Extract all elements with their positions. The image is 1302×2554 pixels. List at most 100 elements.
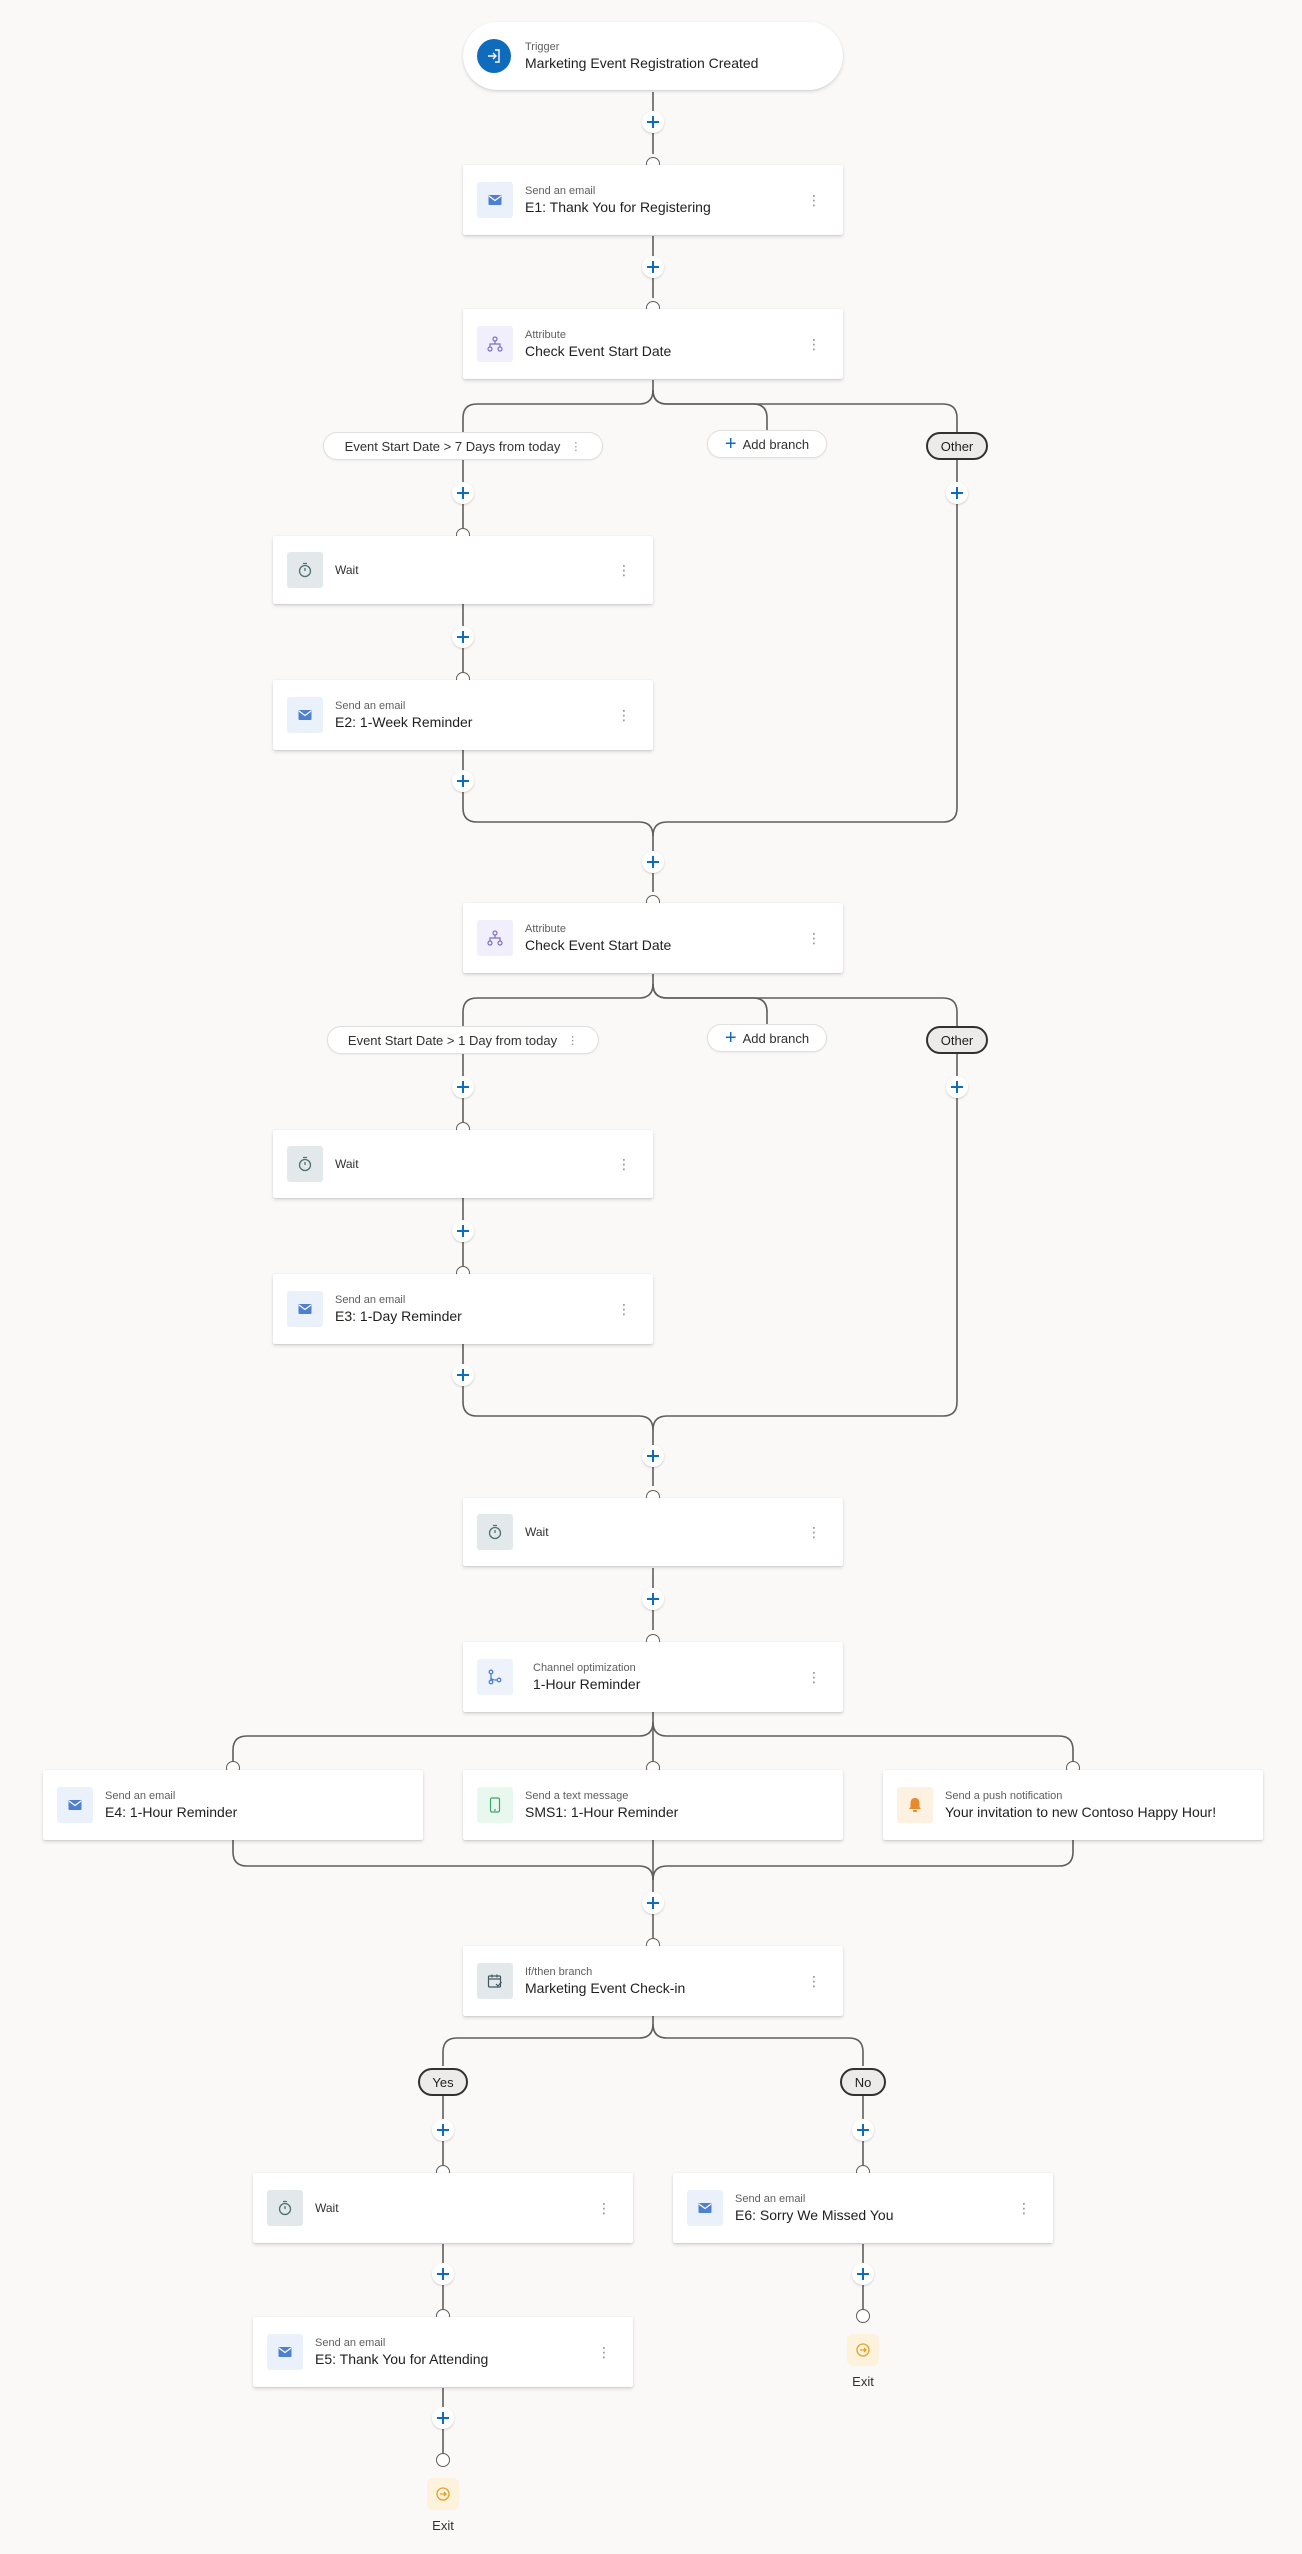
add-step-button[interactable] [946,1076,968,1098]
step-title: Wait [525,1525,549,1539]
timer-icon [278,2200,292,2216]
add-step-button[interactable] [642,1588,664,1610]
mail-icon [298,710,312,720]
branch-condition-label: Event Start Date > 7 Days from today [344,438,561,454]
connector-node [856,2309,870,2323]
exit-icon [856,2343,870,2357]
step-title: Check Event Start Date [525,343,672,359]
more-icon[interactable]: ⋮ [1017,2200,1031,2216]
more-icon[interactable]: ⋮ [807,1524,821,1540]
branch-condition-pill[interactable]: Event Start Date > 1 Day from today⋮ [327,1026,599,1054]
phone-icon [489,1797,501,1813]
step-title: E2: 1-Week Reminder [335,714,473,730]
step-title: Marketing Event Check-in [525,1980,686,1996]
exit-label: Exit [852,2374,874,2389]
step-title: 1-Hour Reminder [533,1676,641,1692]
step-type-label: Send a text message [525,1790,629,1802]
step-type-label: Channel optimization [533,1662,636,1674]
exit-icon [436,2487,450,2501]
more-icon[interactable]: ⋮ [807,1669,821,1685]
mail-icon [698,2203,712,2213]
add-step-button[interactable] [642,1445,664,1467]
branch-condition-pill[interactable]: Event Start Date > 7 Days from today ⋮ [323,432,603,460]
other-branch-pill[interactable]: Other [926,1026,988,1054]
step-type-label: Send an email [335,700,406,712]
more-icon[interactable]: ⋮ [617,707,631,723]
trigger-card[interactable]: Trigger Marketing Event Registration Cre… [463,22,843,90]
step-title: E5: Thank You for Attending [315,2351,489,2367]
mail-icon [488,195,502,205]
add-step-button[interactable] [642,256,664,278]
step-type-label: If/then branch [525,1966,593,1978]
add-step-button[interactable] [452,1220,474,1242]
yes-branch-pill[interactable]: Yes [418,2068,468,2096]
wait-step-4[interactable]: Wait ⋮ [253,2173,633,2243]
add-step-button[interactable] [642,851,664,873]
wait-step-2[interactable]: Wait ⋮ [273,1130,653,1198]
add-step-button[interactable] [852,2119,874,2141]
channel-optimization-step[interactable]: Channel optimization 1-Hour Reminder ⋮ [463,1642,843,1712]
step-title: E3: 1-Day Reminder [335,1308,462,1324]
email-step-e1[interactable]: Send an email E1: Thank You for Register… [463,165,843,235]
add-branch-button[interactable]: +Add branch [707,1024,827,1052]
add-step-button[interactable] [432,2407,454,2429]
more-icon[interactable]: ⋮ [807,930,821,946]
step-type-label: Send a push notification [945,1790,1063,1802]
step-title: Your invitation to new Contoso Happy Hou… [945,1804,1217,1820]
hierarchy-icon [487,930,503,946]
step-type-label: Send an email [525,185,596,197]
step-title: SMS1: 1-Hour Reminder [525,1804,679,1820]
add-step-button[interactable] [642,1892,664,1914]
sms-step-1[interactable]: Send a text message SMS1: 1-Hour Reminde… [463,1770,843,1840]
more-icon[interactable]: ⋮ [597,2344,611,2360]
connector-node [436,2453,450,2467]
add-step-button[interactable] [452,770,474,792]
if-then-branch-step[interactable]: If/then branch Marketing Event Check-in … [463,1946,843,2016]
other-branch-pill[interactable]: Other [926,432,988,460]
hierarchy-icon [487,336,503,352]
email-step-e2[interactable]: Send an email E2: 1-Week Reminder ⋮ [273,680,653,750]
add-branch-button[interactable]: +Add branch [707,430,827,458]
add-step-button[interactable] [452,626,474,648]
email-step-e3[interactable]: Send an email E3: 1-Day Reminder ⋮ [273,1274,653,1344]
more-icon[interactable]: ⋮ [570,440,582,453]
email-step-e6[interactable]: Send an email E6: Sorry We Missed You ⋮ [673,2173,1053,2243]
attribute-step-1[interactable]: Attribute Check Event Start Date ⋮ [463,309,843,379]
step-type-label: Send an email [105,1790,176,1802]
add-step-button[interactable] [452,482,474,504]
exit-label: Exit [432,2518,454,2533]
more-icon[interactable]: ⋮ [807,336,821,352]
more-icon[interactable]: ⋮ [617,1156,631,1172]
add-step-button[interactable] [852,2263,874,2285]
timer-icon [488,1524,502,1540]
no-branch-pill[interactable]: No [840,2068,886,2096]
step-title: Wait [335,563,359,577]
step-title: Check Event Start Date [525,937,672,953]
wait-step-1[interactable]: Wait ⋮ [273,536,653,604]
more-icon[interactable]: ⋮ [617,1301,631,1317]
add-icon: + [724,433,737,455]
more-icon[interactable]: ⋮ [617,562,631,578]
add-step-button[interactable] [452,1076,474,1098]
attribute-step-2[interactable]: Attribute Check Event Start Date ⋮ [463,903,843,973]
more-icon[interactable]: ⋮ [807,192,821,208]
more-icon[interactable]: ⋮ [807,1973,821,1989]
trigger-title: Marketing Event Registration Created [525,55,759,71]
email-step-e4[interactable]: Send an email E4: 1-Hour Reminder [43,1770,423,1840]
wait-step-3[interactable]: Wait ⋮ [463,1498,843,1566]
timer-icon [298,1156,312,1172]
email-step-e5[interactable]: Send an email E5: Thank You for Attendin… [253,2317,633,2387]
step-type-label: Attribute [525,923,566,935]
step-title: Wait [335,1157,359,1171]
add-step-button[interactable] [432,2119,454,2141]
step-title: E4: 1-Hour Reminder [105,1804,238,1820]
more-icon[interactable]: ⋮ [597,2200,611,2216]
more-icon[interactable]: ⋮ [567,1034,579,1047]
add-step-button[interactable] [642,111,664,133]
push-notification-step[interactable]: Send a push notification Your invitation… [883,1770,1263,1840]
add-step-button[interactable] [432,2263,454,2285]
add-step-button[interactable] [946,482,968,504]
add-step-button[interactable] [452,1364,474,1386]
